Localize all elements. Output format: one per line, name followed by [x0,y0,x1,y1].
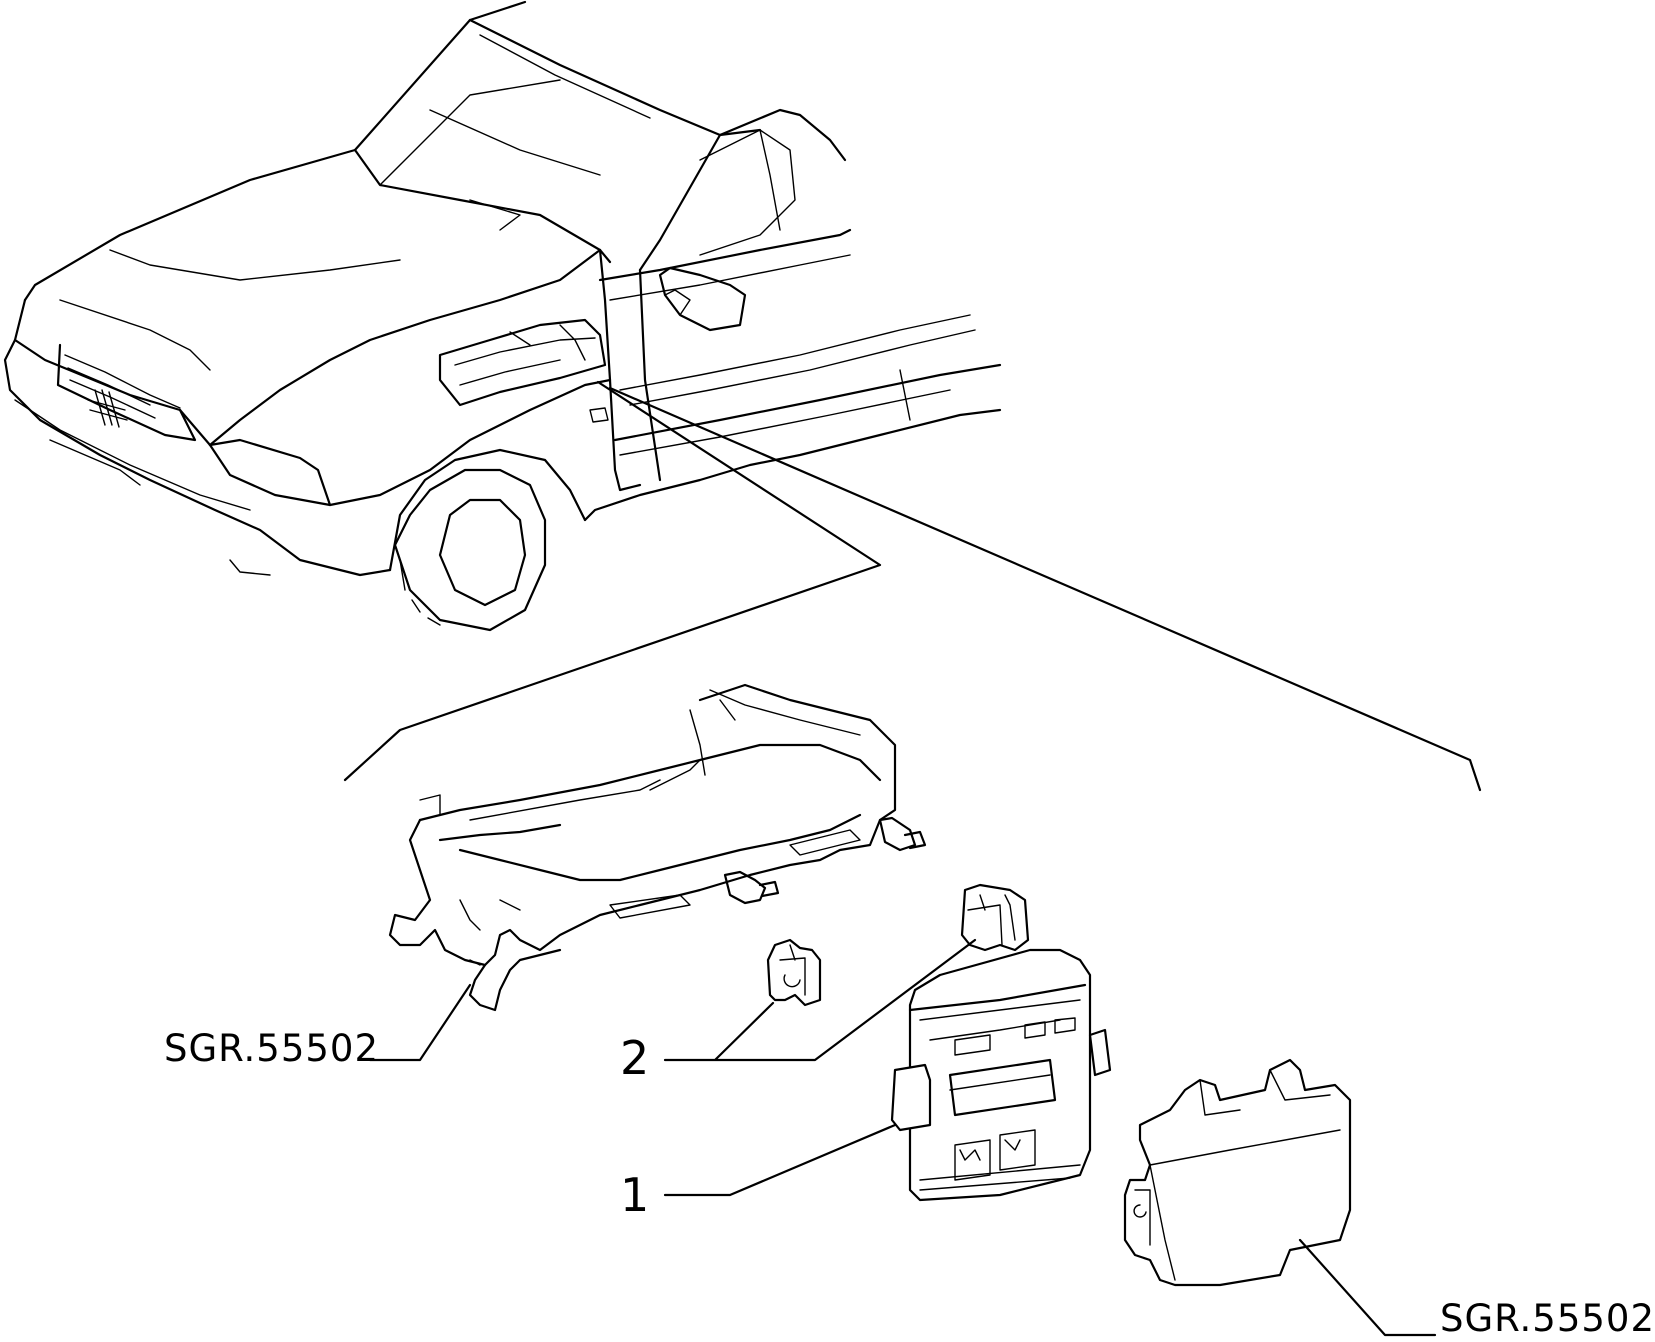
protective-cover [1123,1058,1437,1337]
control-unit-part-1 [663,948,1112,1202]
part-number-1: 1 [620,1168,650,1222]
reference-label-cover: SGR.55502 [1440,1297,1655,1340]
mounting-bracket [368,683,927,1062]
reference-label-bracket: SGR.55502 [164,1027,380,1070]
part-number-2: 2 [620,1031,650,1085]
car-illustration [3,0,1482,792]
clip-part-2 [663,883,1030,1062]
